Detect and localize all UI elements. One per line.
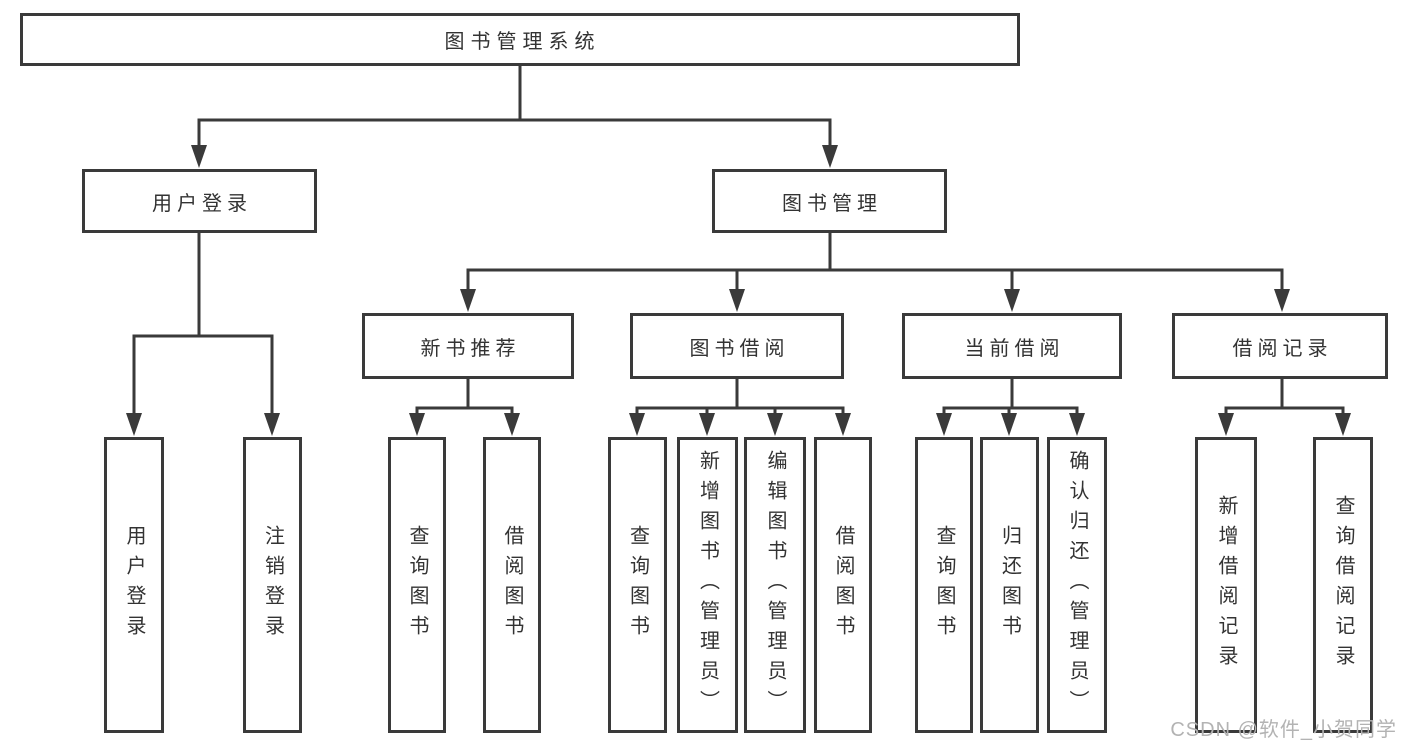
node-leaf-query-books-current: 查询图书 <box>915 437 973 733</box>
node-leaf-confirm-return-admin-label: 确认归还（管理员） <box>1066 450 1088 720</box>
node-book-management-branch-label: 图书管理 <box>782 192 882 215</box>
node-current-borrow-label: 当前借阅 <box>964 337 1065 360</box>
node-root: 图书管理系统 <box>20 13 1020 66</box>
node-leaf-add-borrow-record-label: 新增借阅记录 <box>1215 495 1237 675</box>
node-leaf-add-book-admin: 新增图书（管理员） <box>677 437 738 733</box>
node-leaf-user-login: 用户登录 <box>104 437 164 733</box>
node-leaf-query-books-current-label: 查询图书 <box>933 525 955 645</box>
node-leaf-edit-book-admin: 编辑图书（管理员） <box>744 437 806 733</box>
node-leaf-logout-label: 注销登录 <box>261 525 284 645</box>
node-book-borrow: 图书借阅 <box>630 313 844 379</box>
watermark: CSDN @软件_小贺同学 <box>1170 719 1397 741</box>
node-leaf-query-books-recommend-label: 查询图书 <box>406 525 428 645</box>
node-leaf-return-book: 归还图书 <box>980 437 1039 733</box>
node-leaf-query-borrow-record-label: 查询借阅记录 <box>1332 495 1354 675</box>
node-leaf-add-borrow-record: 新增借阅记录 <box>1195 437 1257 733</box>
node-book-management-branch: 图书管理 <box>712 169 947 233</box>
node-current-borrow: 当前借阅 <box>902 313 1122 379</box>
node-leaf-query-books-borrow: 查询图书 <box>608 437 667 733</box>
arrowhead-icons <box>126 145 1351 436</box>
node-leaf-borrow-books: 借阅图书 <box>814 437 872 733</box>
node-leaf-query-books-recommend: 查询图书 <box>388 437 446 733</box>
node-user-login-branch: 用户登录 <box>82 169 317 233</box>
node-leaf-confirm-return-admin: 确认归还（管理员） <box>1047 437 1107 733</box>
node-leaf-borrow-books-label: 借阅图书 <box>832 525 854 645</box>
node-user-login-branch-label: 用户登录 <box>152 192 252 215</box>
node-leaf-return-book-label: 归还图书 <box>998 525 1021 645</box>
node-leaf-query-borrow-record: 查询借阅记录 <box>1313 437 1373 733</box>
node-leaf-add-book-admin-label: 新增图书（管理员） <box>696 450 719 720</box>
node-leaf-edit-book-admin-label: 编辑图书（管理员） <box>764 450 786 720</box>
node-new-book-recommend: 新书推荐 <box>362 313 574 379</box>
node-leaf-query-books-borrow-label: 查询图书 <box>626 525 649 645</box>
node-root-label: 图书管理系统 <box>444 31 601 53</box>
node-leaf-user-login-label: 用户登录 <box>123 525 145 645</box>
node-new-book-recommend-label: 新书推荐 <box>420 337 521 360</box>
node-leaf-borrow-books-recommend: 借阅图书 <box>483 437 541 733</box>
node-leaf-logout: 注销登录 <box>243 437 302 733</box>
node-book-borrow-label: 图书借阅 <box>689 337 790 360</box>
node-borrow-records: 借阅记录 <box>1172 313 1388 379</box>
node-leaf-borrow-books-recommend-label: 借阅图书 <box>501 525 523 645</box>
node-borrow-records-label: 借阅记录 <box>1232 337 1333 360</box>
